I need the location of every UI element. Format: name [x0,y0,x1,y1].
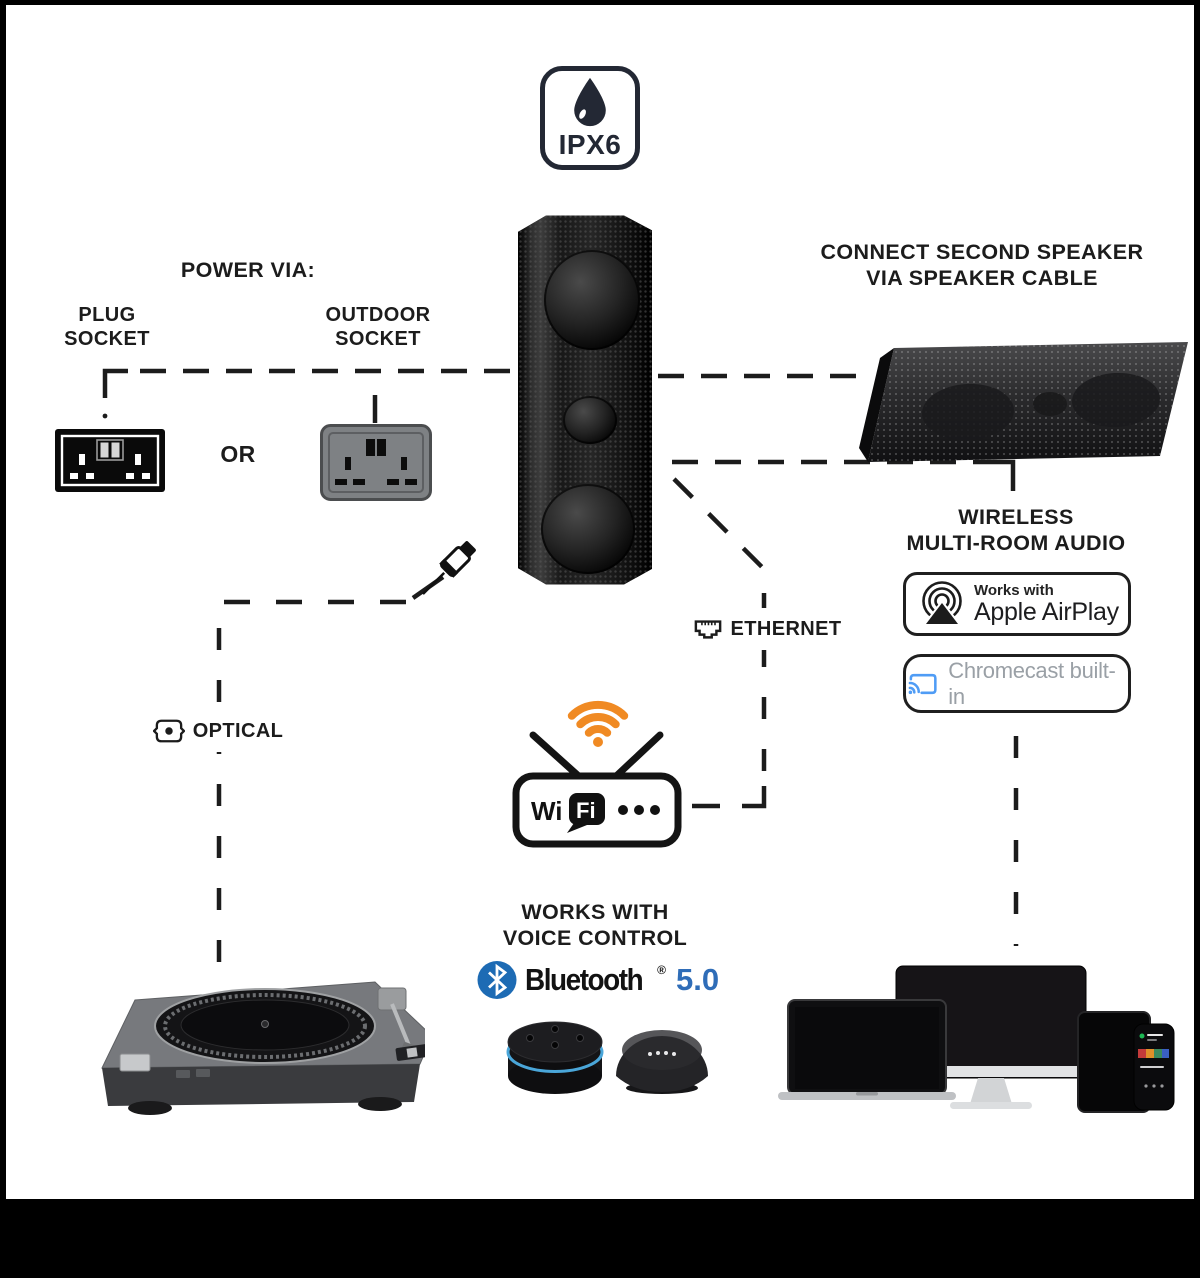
airplay-name: Apple AirPlay [974,597,1119,626]
voice-heading: WORKS WITH VOICE CONTROL [502,900,688,950]
ethernet-port-icon [694,620,721,639]
optical-text: OPTICAL [192,720,284,742]
wifi-router-icon: Wi Fi [512,700,682,848]
airplay-badge: Works with Apple AirPlay [903,572,1131,636]
optical-port-icon [152,719,185,743]
plug-socket-icon [55,429,165,492]
outdoor-socket-label: OUTDOOR SOCKET [325,304,431,350]
chromecast-badge: Chromecast built-in [903,654,1131,713]
or-label: OR [220,441,256,467]
power-heading: POWER VIA: [180,258,316,282]
laptop-image [778,999,956,1100]
bluetooth-icon [477,961,517,999]
echo-dot-image [506,1021,604,1094]
devices-image [778,965,1175,1113]
chromecast-name: Chromecast built-in [948,657,1116,709]
ethernet-text: ETHERNET [730,618,842,640]
bluetooth-reg-mark: ® [657,963,666,977]
bluetooth-logo-row: Bluetooth ® 5.0 [468,954,728,1006]
ethernet-label: ETHERNET [682,608,852,650]
airplay-icon [921,581,963,626]
outdoor-socket-icon [320,424,432,501]
router-fi-text: Fi [576,798,596,823]
optical-cable-icon [422,541,476,595]
speaker-driver-mid [563,396,617,444]
router-wi-text: Wi [531,796,563,826]
optical-label: OPTICAL [142,710,294,752]
plug-socket-label: PLUG SOCKET [64,304,150,350]
ipx6-badge: IPX6 [540,66,640,170]
bluetooth-version: 5.0 [675,962,720,997]
speaker-driver-top [544,250,640,350]
ipx6-label: IPX6 [558,128,622,160]
google-home-image [616,1030,708,1094]
phone-image [1133,1023,1175,1111]
main-speaker-image [518,215,652,585]
wireless-heading: WIRELESS MULTI-ROOM AUDIO [906,505,1126,555]
airplay-works-with: Works with [974,582,1054,599]
bluetooth-name: Bluetooth [524,962,644,997]
second-speaker-heading: CONNECT SECOND SPEAKER VIA SPEAKER CABLE [820,240,1144,290]
second-speaker-image [859,342,1188,462]
speaker-driver-bottom [541,484,635,574]
turntable-image [101,981,425,1115]
chromecast-icon [908,673,937,694]
water-drop-icon [574,77,606,126]
wifi-signal-icon [567,700,629,747]
